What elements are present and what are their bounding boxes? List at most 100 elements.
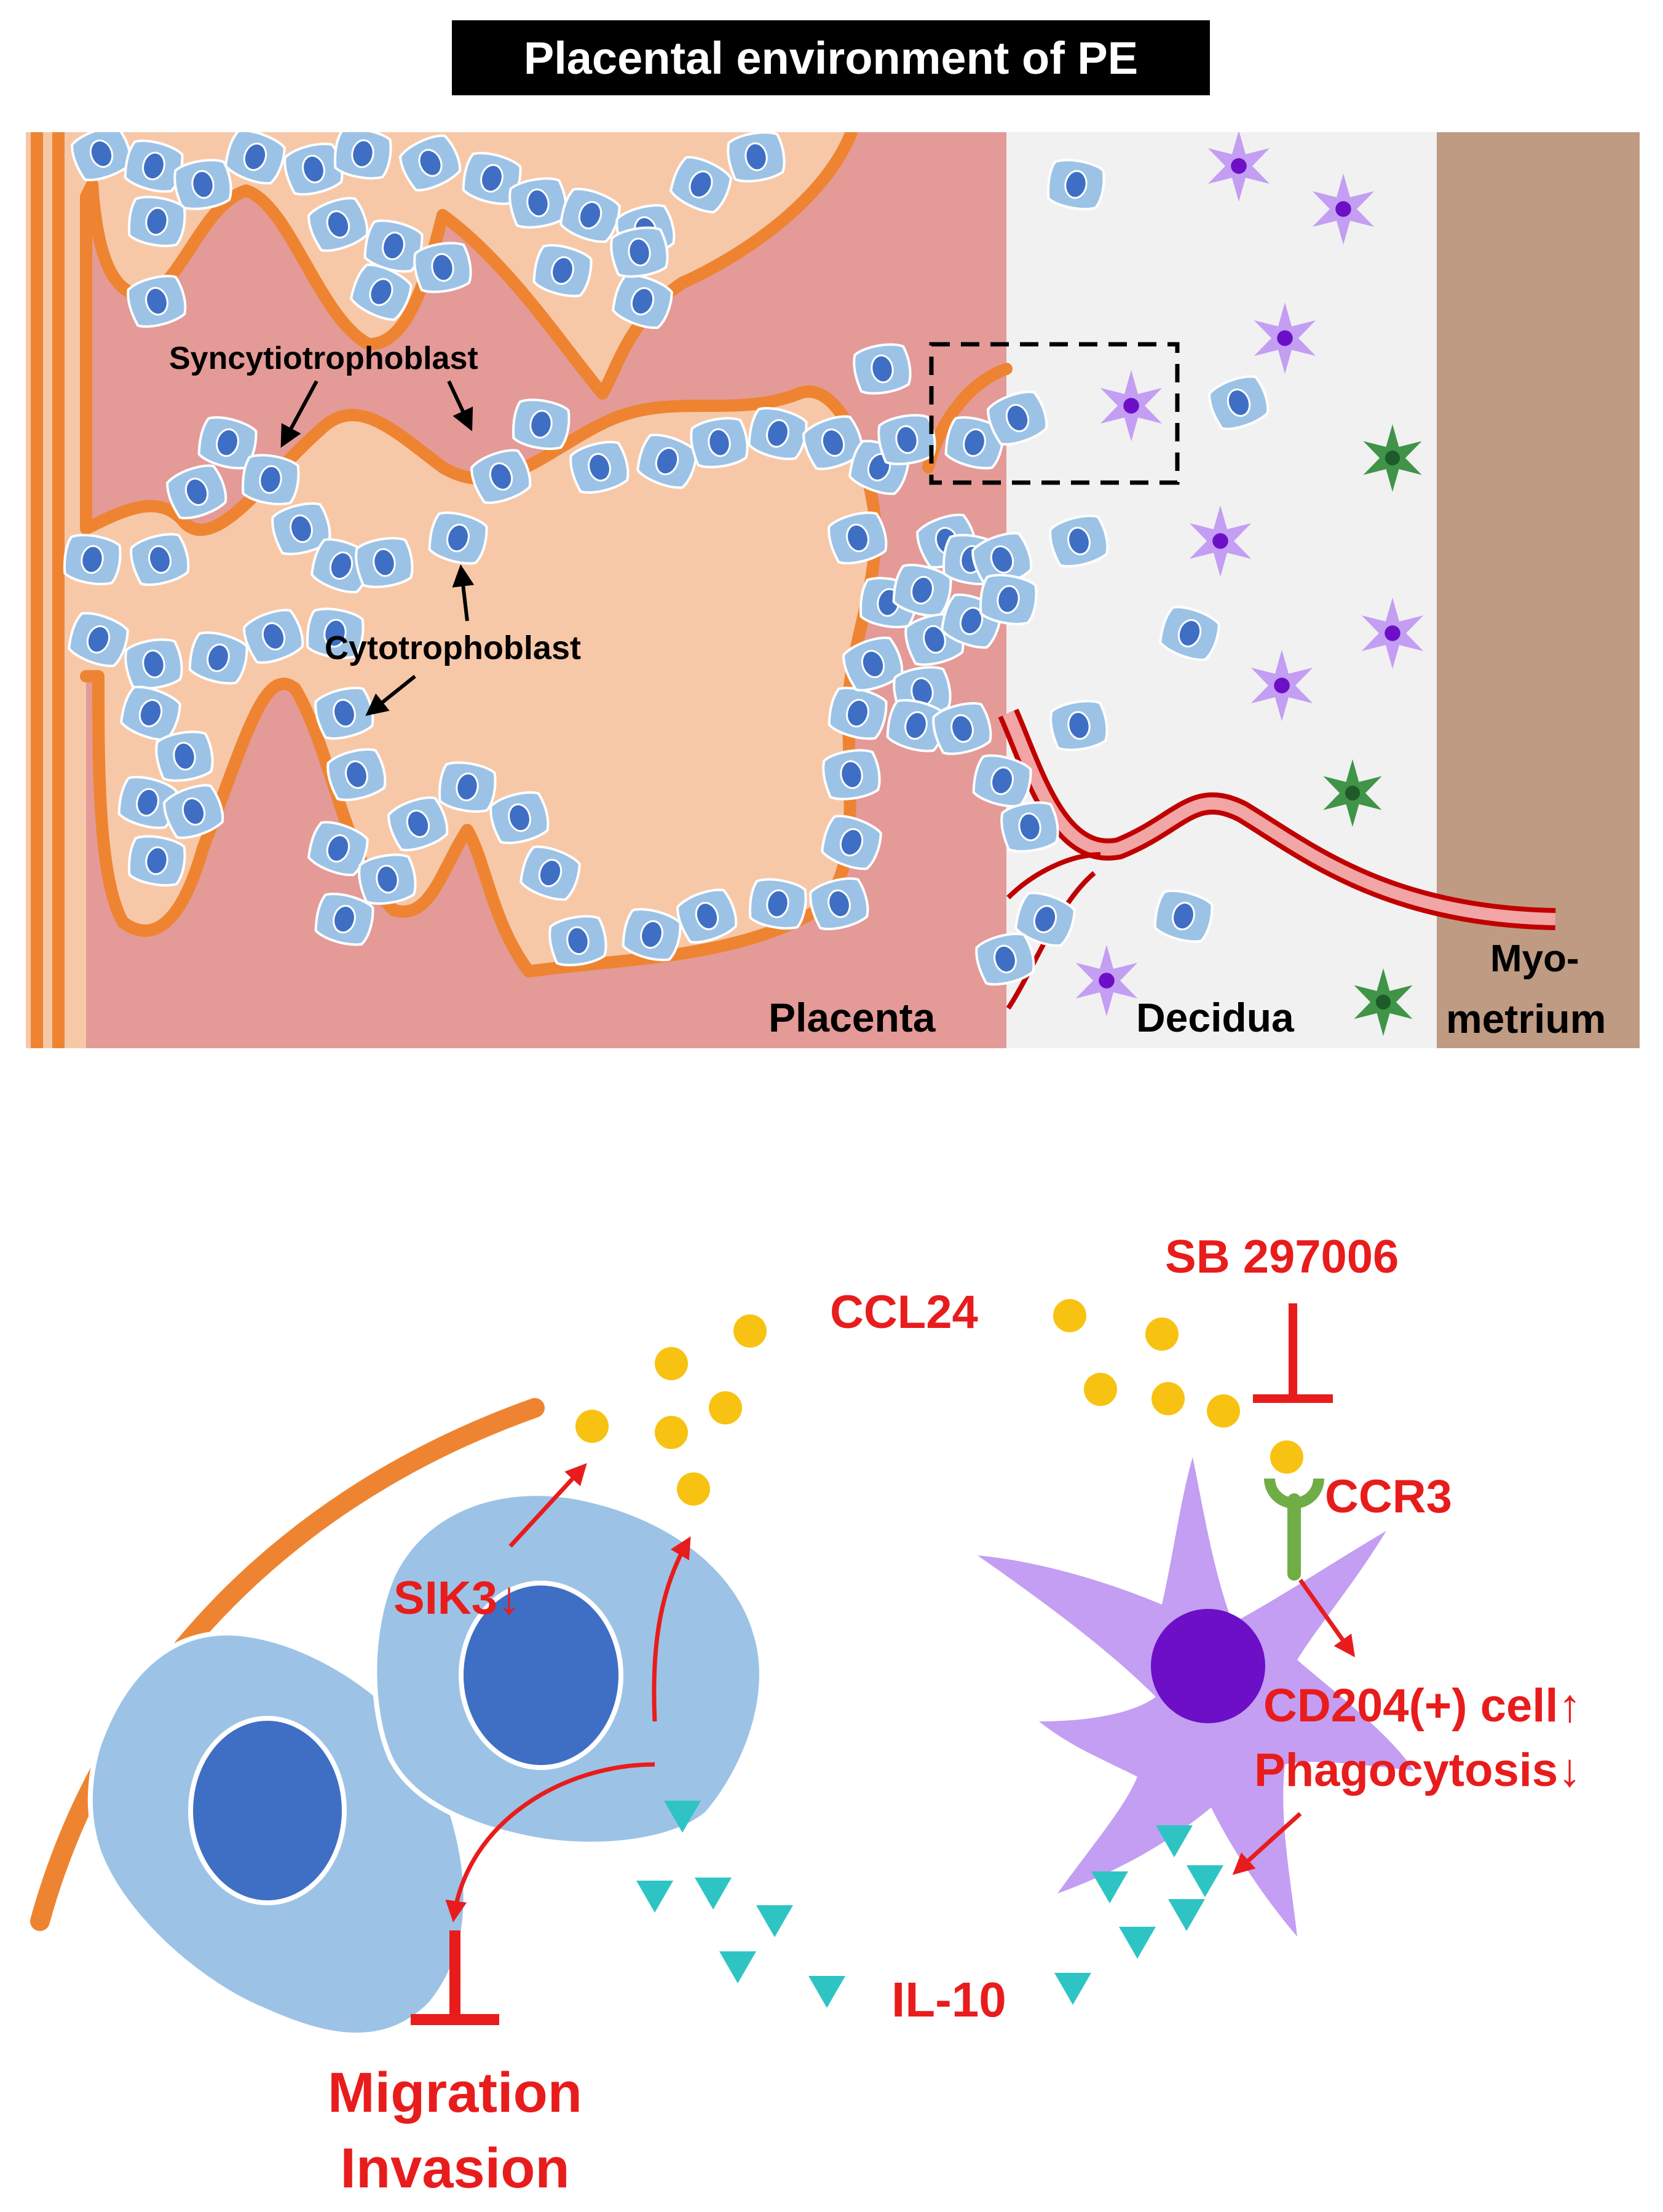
cytotrophoblast-cell	[727, 132, 786, 183]
cytotrophoblast-cell	[173, 159, 232, 210]
sb297006-label: SB 297006	[1165, 1231, 1399, 1283]
cytotrophoblast-cell	[548, 915, 607, 966]
ccl24-dot	[1145, 1317, 1179, 1351]
cytotrophoblast-cell	[822, 749, 881, 800]
il10-triangle	[1091, 1871, 1128, 1903]
cytotrophoblast-cell	[519, 845, 581, 901]
ccr3-label: CCR3	[1325, 1471, 1452, 1523]
ccl24-molecules	[575, 1299, 1303, 1506]
immune-cell	[1189, 505, 1252, 577]
il10-triangle	[1156, 1825, 1193, 1857]
villus-core	[58, 132, 876, 1048]
cytotrophoblast-cell	[676, 888, 738, 944]
ccl24-dot	[655, 1347, 688, 1380]
decidua-label: Decidua	[1136, 995, 1295, 1040]
cytotrophoblast-cell	[802, 415, 864, 470]
cytotrophoblast-cell	[68, 612, 129, 668]
cytotrophoblast-cell	[1159, 606, 1220, 662]
cytotrophoblast-cell	[470, 449, 532, 504]
mechanism-schematic: CCL24 SB 297006 CCR3 SIK3↓ CD204(+) cell…	[30, 1231, 1581, 2200]
cytotrophoblast-cell	[117, 776, 178, 829]
il10-triangle	[1054, 1973, 1091, 2005]
decidual-immune-cells	[1075, 132, 1424, 1036]
cytotrophoblast-cell	[128, 196, 186, 247]
cytotrophoblast-cell	[128, 835, 186, 887]
cytotrophoblast-cell	[932, 701, 992, 756]
signaling-arrows	[445, 1463, 1356, 1922]
decidua-region	[1006, 132, 1437, 1048]
immune-cell	[1100, 370, 1163, 441]
phagocytosis-label: Phagocytosis↓	[1254, 1744, 1581, 1796]
invasion-label: Invasion	[340, 2137, 569, 2200]
immune-cell	[1361, 598, 1424, 669]
cytotrophoblast-cells	[63, 132, 1270, 986]
cytotrophoblast-cell	[355, 537, 414, 588]
cytotrophoblast-cell	[358, 853, 417, 905]
cytotrophoblast-cell	[130, 532, 190, 587]
ccl24-dot	[733, 1314, 767, 1348]
cytotrophoblast-cell	[749, 878, 807, 930]
immune-cell	[1354, 968, 1413, 1036]
macrophage-nucleus	[1151, 1609, 1265, 1723]
cytotrophoblast-cell	[163, 784, 224, 839]
cytotrophoblast-cell	[243, 609, 304, 664]
cytotrophoblast-cell	[224, 132, 286, 185]
ccl24-dot	[1270, 1440, 1303, 1474]
cytotrophoblast-cell	[1047, 159, 1105, 210]
cytotrophoblast-cell	[413, 242, 472, 293]
cytotrophoblast-cell	[853, 343, 912, 395]
il10-triangle	[808, 1976, 845, 2008]
cytotrophoblast-cell	[1153, 890, 1214, 943]
immune-cell	[1363, 424, 1422, 492]
myometrium-region	[1437, 132, 1640, 1048]
cytotrophoblast-cell	[489, 791, 550, 845]
trophoblast-nucleus-front	[459, 1581, 623, 1770]
cytotrophoblast-cell	[349, 263, 413, 322]
ccl24-dot	[1207, 1394, 1240, 1428]
cytotrophoblast-cell	[334, 132, 392, 180]
cytotrophoblast-cell	[979, 574, 1038, 625]
cytotrophoblast-cell	[438, 761, 497, 813]
ccl24-dot	[677, 1472, 710, 1506]
myometrium-label-line2: metrium	[1446, 996, 1606, 1041]
il10-triangle	[636, 1881, 673, 1913]
cytotrophoblast-cell	[569, 440, 630, 494]
cytotrophoblast-cell	[842, 636, 904, 692]
cytotrophoblast-cell	[166, 464, 227, 519]
cytotrophoblast-cell	[987, 390, 1048, 446]
il10-triangle	[1187, 1865, 1223, 1897]
il10-triangle	[695, 1878, 732, 1910]
cytotrophoblast-cell	[512, 398, 571, 450]
cytotrophoblast-cell	[428, 512, 488, 565]
cytotrophoblast-cell	[622, 908, 682, 962]
syncytiotrophoblast-label: Syncytiotrophoblast	[169, 341, 478, 376]
placenta-schematic: Syncytiotrophoblast Cytotrophoblast Plac…	[26, 132, 1640, 1048]
cytotrophoblast-cell	[314, 686, 374, 740]
sb297006-inhibition-bar	[1253, 1303, 1333, 1403]
placenta-label: Placenta	[768, 995, 936, 1040]
ccl24-dot	[1084, 1373, 1117, 1406]
title-banner: Placental environment of PE	[452, 20, 1210, 95]
immune-cell	[1312, 173, 1375, 245]
ccl24-dot	[575, 1410, 609, 1443]
cytotrophoblast-cell	[975, 932, 1035, 986]
ccl24-dot	[1151, 1382, 1185, 1415]
cytotrophoblast-cell	[326, 748, 387, 802]
immune-cell	[1254, 302, 1316, 374]
cytotrophoblast-cell	[307, 197, 369, 252]
cytotrophoblast-cell	[610, 226, 669, 278]
cytotrophoblast-cell	[1000, 801, 1059, 853]
cytotrophoblast-cell	[559, 188, 621, 243]
ccl24-dot	[1053, 1299, 1086, 1332]
myometrium-label-line1: Myo-	[1490, 938, 1579, 980]
cytotrophoblast-cell	[399, 134, 462, 192]
cytotrophoblast-cell	[1014, 891, 1076, 947]
cytotrophoblast-cell	[307, 821, 369, 877]
ccl24-label: CCL24	[830, 1286, 978, 1338]
cytotrophoblast-cell	[283, 142, 344, 196]
cytotrophoblast-cell	[828, 687, 888, 740]
cytotrophoblast-cell	[877, 414, 936, 465]
il10-triangle	[1119, 1927, 1156, 1959]
cd204-label: CD204(+) cell↑	[1263, 1680, 1581, 1732]
il10-triangle	[1168, 1899, 1205, 1931]
